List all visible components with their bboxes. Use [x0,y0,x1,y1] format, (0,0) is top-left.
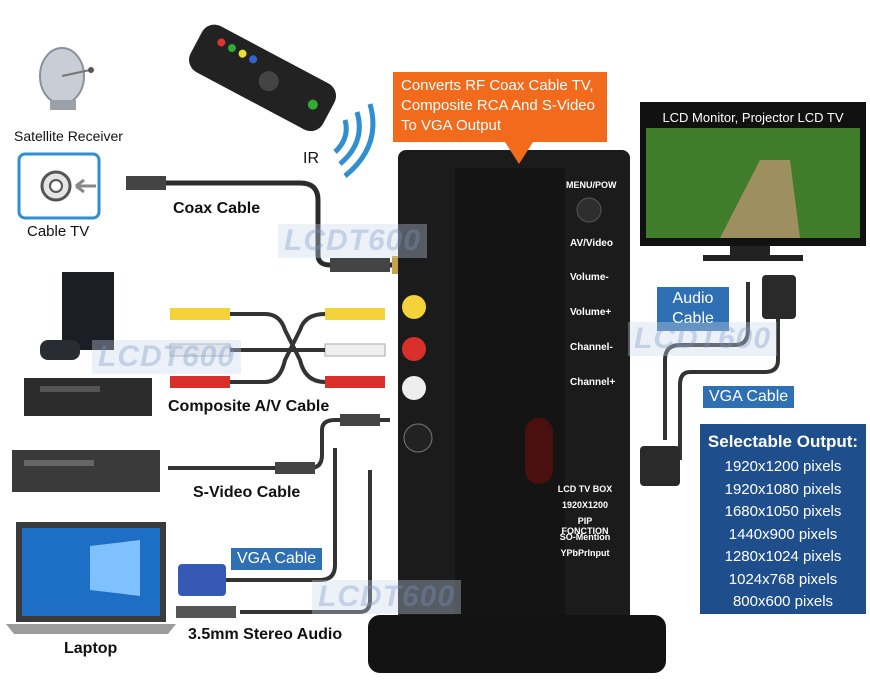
device-menu-label: MENU/POW [566,180,617,190]
laptop-icon [6,522,176,634]
device-badge-line-2: 1920X1200 [561,500,609,510]
device-badge-line-1: LCD TV BOX [557,484,613,494]
device-button-channel-plus: Channel+ [570,377,616,388]
monitor-title: LCD Monitor, Projector LCD TV [662,110,844,125]
vcr-icon [24,378,152,416]
device-button-channel-minus: Channel- [570,342,613,353]
output-res-4: 1440x900 pixels [728,525,838,543]
device-badge-line-3: PIP FONCTION [561,516,609,536]
vga-cable-right-tag: VGA Cable [703,386,795,408]
cable-tv-icon [17,152,101,220]
feature-callout: Converts RF Coax Cable TV, Composite RCA… [393,72,607,164]
satellite-dish-icon [39,47,94,110]
watermark-3: LCDT600 [628,322,778,356]
game-console-icon [40,272,114,360]
watermark-1: LCDT600 [278,224,428,258]
audio-cable-tag: Audio Cable [657,287,729,331]
device-badge-line-5: YPbPrInput [560,548,610,558]
composite-plugs [169,308,386,388]
device-button-av: AV/Video [570,238,613,249]
satellite-label: Satellite Receiver [14,128,123,144]
lcd-monitor-icon [640,102,866,261]
device-badge-line-4: SO-Mention [559,532,611,542]
tv-box-device [368,150,666,673]
laptop-label: Laptop [64,640,118,657]
device-button-volume-minus: Volume- [570,272,609,283]
output-res-6: 1024x768 pixels [728,570,838,588]
dvd-player-icon [12,450,160,492]
ir-signal-icon [333,103,376,178]
coax-cable-label: Coax Cable [173,200,261,217]
output-res-3: 1680x1050 pixels [724,503,842,520]
cable-tv-label: Cable TV [27,223,90,240]
ir-label: IR [303,150,319,167]
vga-cable-left-tag: VGA Cable [231,548,323,570]
output-title: Selectable Output: [707,432,859,451]
output-res-2: 1920x1080 pixels [724,480,842,498]
svideo-cable-label: S-Video Cable [193,484,301,501]
remote-control-icon [189,24,337,132]
output-res-5: 1280x1024 pixels [724,548,842,565]
stereo-audio-label: 3.5mm Stereo Audio [188,626,343,643]
watermark-4: LCDT600 [312,580,462,614]
selectable-output-box: Selectable Output: 1920x1200 pixels 1920… [700,424,866,614]
device-button-volume-plus: Volume+ [570,307,612,318]
output-res-1: 1920x1200 pixels [724,458,842,475]
watermark-2: LCDT600 [92,340,242,374]
composite-cable-label: Composite A/V Cable [168,398,330,415]
output-res-7: 800x600 pixels [732,593,834,610]
